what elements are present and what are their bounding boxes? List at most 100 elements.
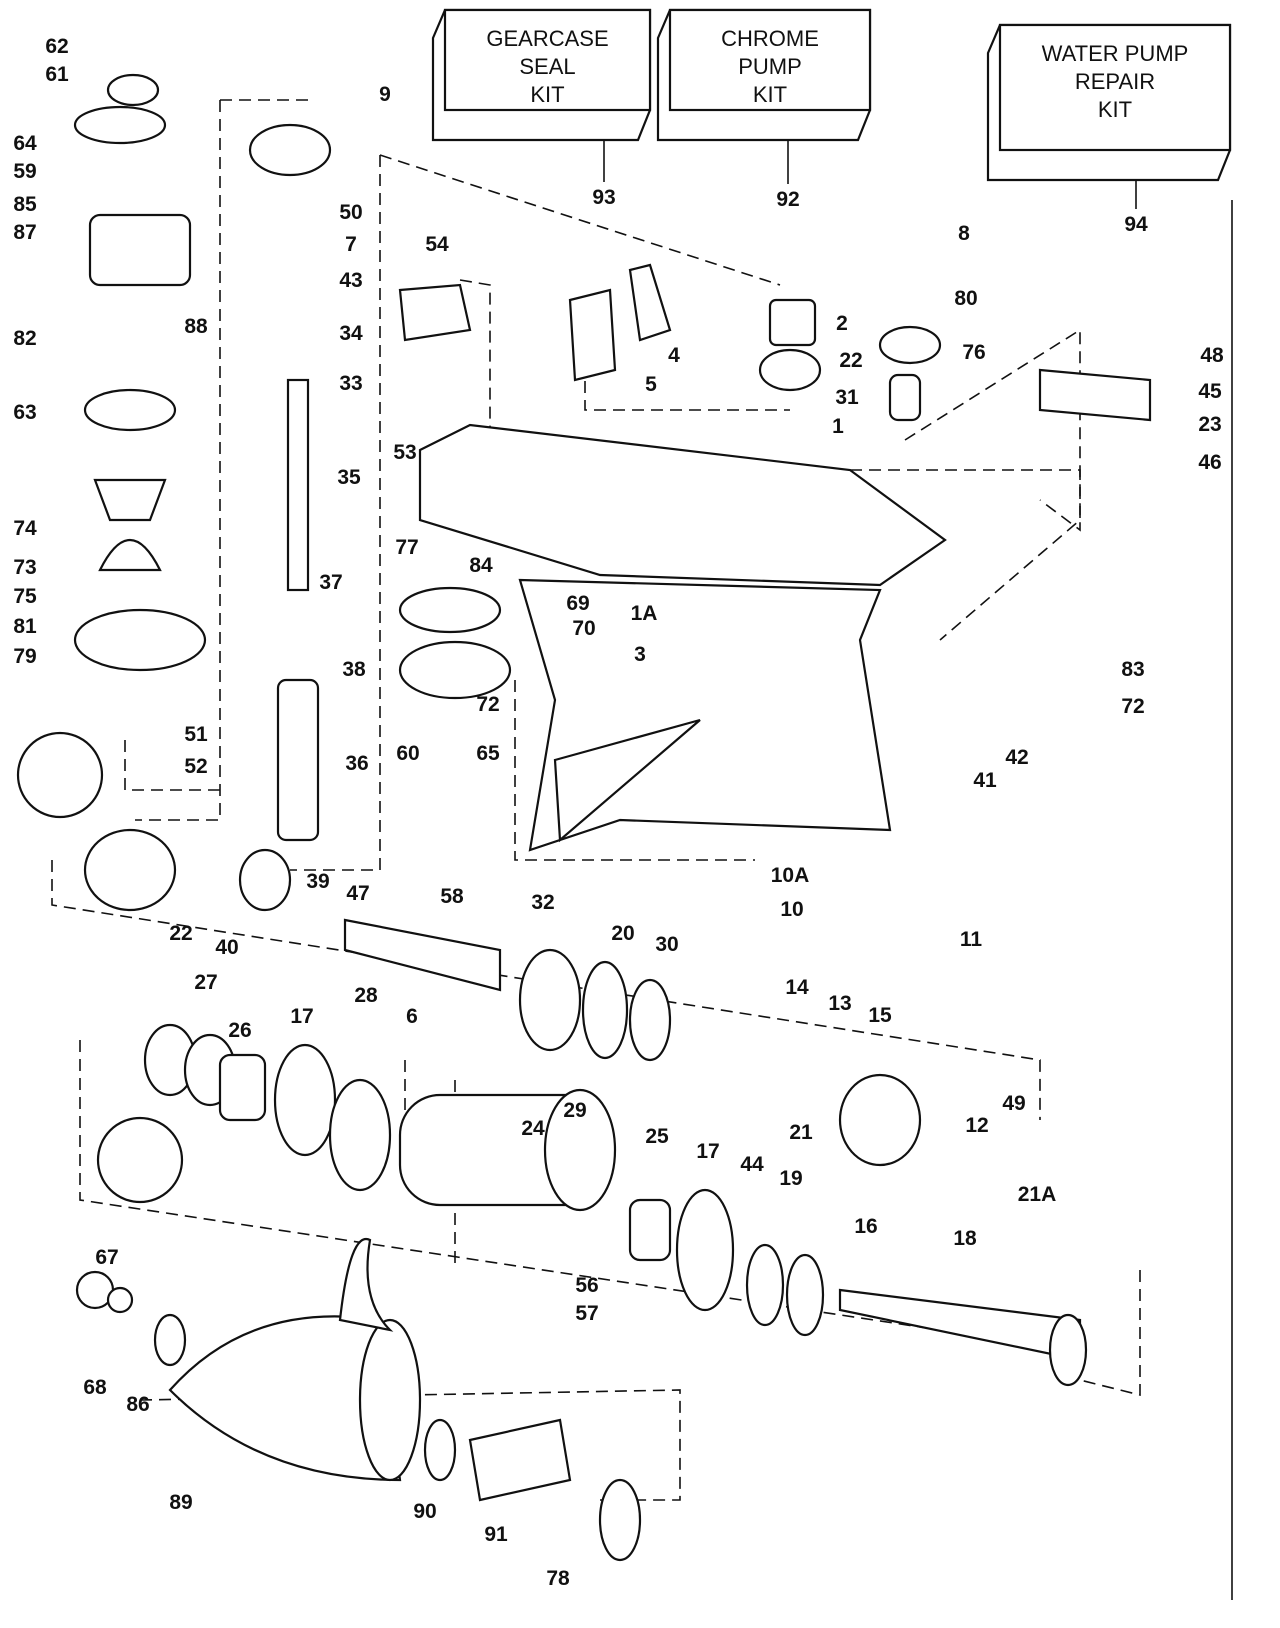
part-label: 37 <box>319 571 342 594</box>
part-label: 3 <box>634 643 646 666</box>
part-label: 16 <box>854 1215 877 1238</box>
part-label: 70 <box>572 617 595 640</box>
gearcase-housing <box>418 423 947 852</box>
part-label: 78 <box>546 1567 570 1590</box>
part-label: 29 <box>563 1099 586 1122</box>
part-label: 10A <box>771 864 810 887</box>
drive-shaft <box>276 378 320 842</box>
part-label: 33 <box>339 372 362 395</box>
kit-title-line: REPAIR <box>1075 69 1155 94</box>
part-label: 21 <box>789 1121 813 1144</box>
part-label: 10 <box>780 898 803 921</box>
water-pump-parts <box>16 73 207 819</box>
part-label: 47 <box>346 882 369 905</box>
part-label: 82 <box>13 327 36 350</box>
part-label: 51 <box>184 723 208 746</box>
part-label: 65 <box>476 742 500 765</box>
part-label: 19 <box>779 1167 802 1190</box>
part-label: 49 <box>1002 1092 1025 1115</box>
part-label: 73 <box>13 556 36 579</box>
kit-title-line: WATER PUMP <box>1042 41 1189 66</box>
kit-title-line: SEAL <box>519 54 575 79</box>
part-label: 72 <box>476 693 499 716</box>
part-label: 58 <box>440 885 464 908</box>
assembly-dashed-lines <box>51 99 1141 1501</box>
part-label: 85 <box>13 193 37 216</box>
part-label: 52 <box>184 755 207 778</box>
kit-part-number: 92 <box>776 188 799 211</box>
part-label: 5 <box>645 373 657 396</box>
part-label: 90 <box>413 1500 436 1523</box>
part-label: 22 <box>839 349 862 372</box>
kit-title-line: KIT <box>530 82 564 107</box>
part-label: 7 <box>345 233 357 256</box>
part-label: 62 <box>45 35 68 58</box>
part-label: 30 <box>655 933 678 956</box>
part-label: 1 <box>832 415 844 438</box>
part-label: 67 <box>95 1246 118 1269</box>
part-label: 64 <box>13 132 37 155</box>
part-label: 54 <box>425 233 449 256</box>
part-label: 20 <box>611 922 634 945</box>
kit-title-line: GEARCASE <box>486 26 608 51</box>
part-label: 91 <box>484 1523 508 1546</box>
part-label: 25 <box>645 1125 669 1148</box>
part-label: 24 <box>521 1117 545 1140</box>
part-label: 28 <box>354 984 378 1007</box>
part-label: 1A <box>631 602 658 625</box>
part-label: 84 <box>469 554 493 577</box>
part-label: 11 <box>960 928 983 951</box>
part-label: 68 <box>83 1376 107 1399</box>
part-label: 48 <box>1200 344 1224 367</box>
kit-title-line: PUMP <box>738 54 802 79</box>
part-label: 81 <box>13 615 37 638</box>
part-label: 12 <box>965 1114 988 1137</box>
part-label: 15 <box>868 1004 892 1027</box>
part-label: 50 <box>339 201 362 224</box>
propeller <box>75 1237 642 1562</box>
part-label: 9 <box>379 83 391 106</box>
part-label: 17 <box>696 1140 719 1163</box>
part-label: 86 <box>126 1393 149 1416</box>
part-label: 57 <box>575 1302 598 1325</box>
part-label: 13 <box>828 992 851 1015</box>
part-label: 40 <box>215 936 238 959</box>
part-label: 79 <box>13 645 36 668</box>
part-label: 36 <box>345 752 368 775</box>
part-label: 44 <box>740 1153 764 1176</box>
part-label: 41 <box>973 769 997 792</box>
part-label: 72 <box>1121 695 1144 718</box>
part-label: 8 <box>958 222 970 245</box>
part-label: 38 <box>342 658 366 681</box>
part-label: 34 <box>339 322 363 345</box>
kit-title-line: CHROME <box>721 26 819 51</box>
part-label: 45 <box>1198 380 1222 403</box>
part-label: 6 <box>406 1005 418 1028</box>
part-label: 74 <box>13 517 37 540</box>
part-label: 42 <box>1005 746 1028 769</box>
part-label: 59 <box>13 160 36 183</box>
part-label: 17 <box>290 1005 313 1028</box>
gears-and-bearings <box>83 123 1152 1387</box>
kit-part-number: 94 <box>1124 213 1148 236</box>
part-label: 60 <box>396 742 419 765</box>
part-label: 43 <box>339 269 362 292</box>
part-label: 27 <box>194 971 217 994</box>
part-label: 26 <box>228 1019 251 1042</box>
part-label: 80 <box>954 287 977 310</box>
part-label: 21A <box>1018 1183 1057 1206</box>
part-label: 46 <box>1198 451 1221 474</box>
part-label: 53 <box>393 441 416 464</box>
part-label: 22 <box>169 922 192 945</box>
part-label: 56 <box>575 1274 598 1297</box>
part-label: 61 <box>45 63 69 86</box>
part-label: 14 <box>785 976 809 999</box>
part-label: 87 <box>13 221 36 244</box>
part-label: 18 <box>953 1227 977 1250</box>
part-label: 4 <box>668 344 680 367</box>
part-label: 63 <box>13 401 36 424</box>
kit-part-number: 93 <box>592 186 615 209</box>
